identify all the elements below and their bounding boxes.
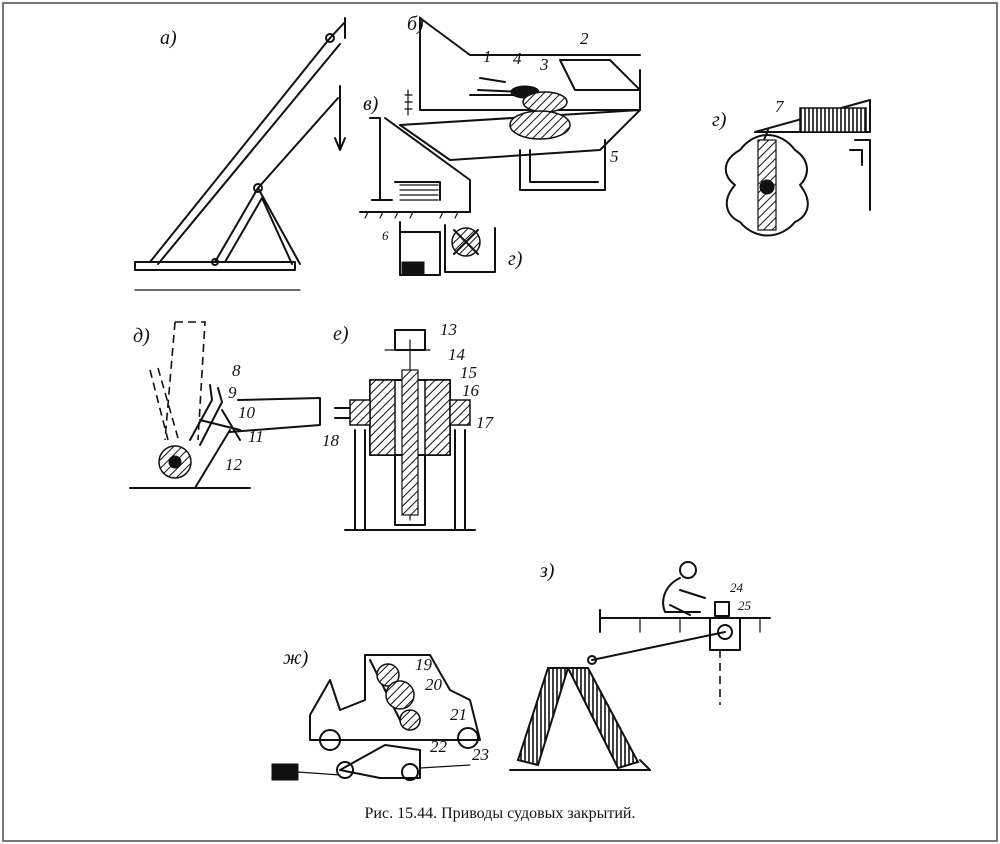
panel-label-d: д)	[133, 325, 150, 347]
panel-label-z: з)	[539, 560, 555, 582]
sketch-v	[359, 117, 496, 276]
callout-9: 9	[228, 383, 237, 402]
callout-19: 19	[415, 655, 433, 674]
callout-22: 22	[430, 737, 448, 756]
panel-label-b: б)	[407, 13, 424, 35]
panel-label-g-right: г)	[712, 109, 727, 131]
callout-25: 25	[738, 598, 752, 613]
sketch-d	[129, 321, 321, 489]
callout-20: 20	[425, 675, 443, 694]
panel-label-g-left: г)	[508, 248, 523, 270]
callout-10: 10	[238, 403, 256, 422]
figure-caption: Рис. 15.44. Приводы судовых закрытий.	[365, 805, 636, 822]
callout-8: 8	[232, 361, 241, 380]
callout-21: 21	[450, 705, 467, 724]
sketch-z	[509, 561, 771, 771]
sketch-g	[724, 99, 871, 237]
callout-1: 1	[483, 47, 492, 66]
callout-4: 4	[513, 49, 522, 68]
panel-label-a: а)	[160, 27, 177, 49]
callout-13: 13	[440, 320, 457, 339]
callout-23: 23	[472, 745, 489, 764]
callout-12: 12	[225, 455, 243, 474]
panel-labels: а) б) в) г) г) д) е) ж) з) 6	[133, 13, 727, 669]
sketch-b	[399, 17, 641, 191]
callout-18: 18	[322, 431, 340, 450]
panel-label-e: е)	[333, 323, 349, 345]
callout-24: 24	[730, 580, 744, 595]
callout-16: 16	[462, 381, 480, 400]
callout-17: 17	[476, 413, 495, 432]
sketch-zh	[271, 654, 481, 781]
sketch-e	[334, 329, 476, 531]
callout-3: 3	[539, 55, 549, 74]
callout-5: 5	[610, 147, 619, 166]
label-six: 6	[382, 228, 389, 243]
sketch-a	[134, 17, 346, 291]
callout-7: 7	[775, 97, 785, 116]
callout-11: 11	[248, 427, 264, 446]
callout-2: 2	[580, 29, 589, 48]
callout-15: 15	[460, 363, 477, 382]
callout-numbers: 1 2 3 4 5 7 8 9 10 11 12 13 14 15 16 17 …	[225, 29, 785, 764]
panel-label-v: в)	[363, 93, 379, 115]
panel-label-zh: ж)	[283, 647, 309, 669]
callout-14: 14	[448, 345, 466, 364]
